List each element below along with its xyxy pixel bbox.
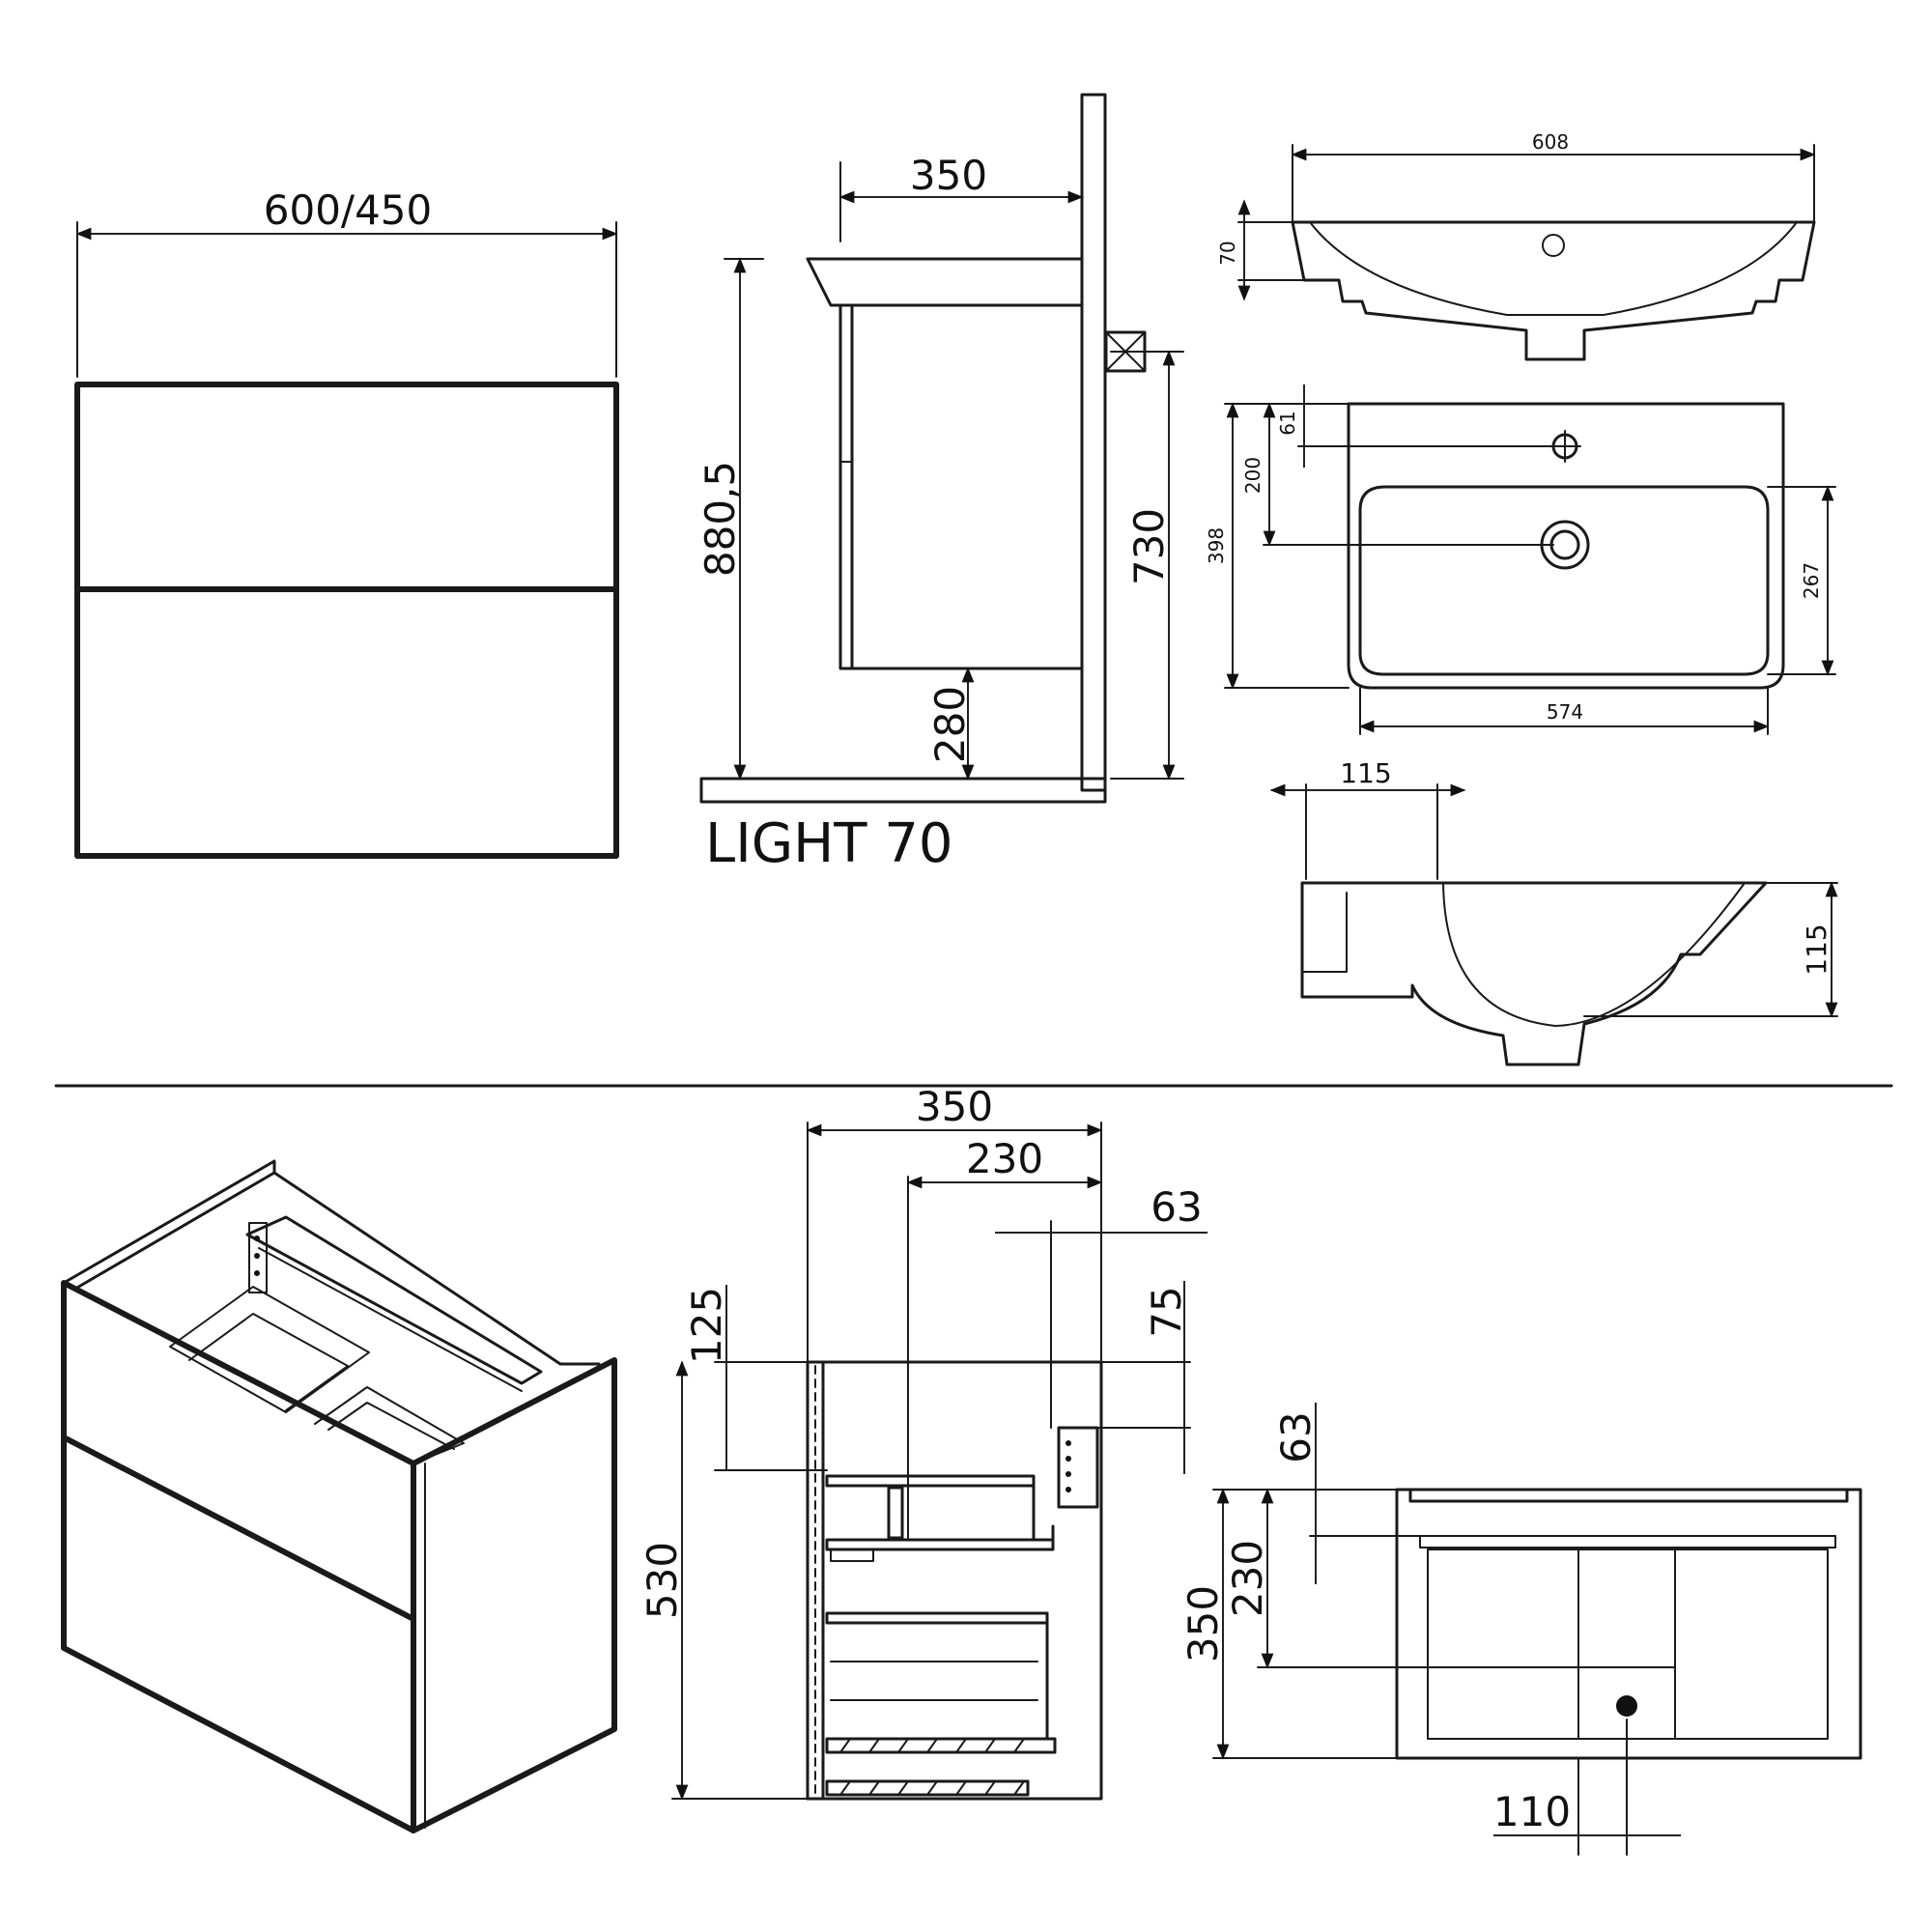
drawer-top-outline bbox=[1395, 1488, 1862, 1760]
basin-width-label: 608 bbox=[1532, 130, 1569, 154]
top-drain-offset-label: 110 bbox=[1493, 1788, 1571, 1835]
side-view: 350 880,5 730 280 LIGHT 70 bbox=[696, 93, 1184, 875]
basin-top-outline bbox=[1347, 402, 1785, 690]
drawer-rail-drop-label: 75 bbox=[1143, 1286, 1190, 1337]
tap-offset-label: 61 bbox=[1276, 411, 1299, 435]
drawer-height-label: 530 bbox=[639, 1542, 686, 1619]
drawer-cabinet-outline bbox=[806, 1360, 1103, 1801]
wall bbox=[1080, 93, 1107, 792]
model-name: LIGHT 70 bbox=[705, 812, 952, 875]
drawer-side-view: 350 230 63 125 75 530 bbox=[639, 1083, 1208, 1801]
basin-depth-label: 398 bbox=[1205, 527, 1228, 564]
section-offset-label: 115 bbox=[1340, 757, 1391, 789]
front-view: 600/450 bbox=[74, 186, 619, 859]
basin-height-label: 70 bbox=[1216, 241, 1239, 265]
inner-depth-label: 267 bbox=[1800, 562, 1823, 599]
drain-cutout bbox=[1616, 1695, 1637, 1717]
iso-drawer-rail bbox=[245, 1215, 543, 1385]
top-depth-label: 350 bbox=[1179, 1585, 1227, 1662]
drawer-rail-label: 63 bbox=[1151, 1183, 1202, 1231]
mount-height-label: 730 bbox=[1125, 508, 1173, 585]
drawer-top-gap-label: 125 bbox=[683, 1287, 730, 1364]
rail-bracket bbox=[1057, 1426, 1099, 1509]
iso-drawer-divider bbox=[61, 1435, 416, 1622]
isometric-cabinet bbox=[61, 1159, 617, 1833]
basin-front-outline bbox=[1291, 220, 1816, 361]
lower-drawer-base bbox=[825, 1737, 1057, 1754]
basin-section-outline bbox=[1300, 881, 1768, 1066]
top-rail-label: 63 bbox=[1272, 1411, 1320, 1463]
basin-side bbox=[806, 257, 1084, 307]
total-height-label: 880,5 bbox=[696, 461, 744, 577]
floor bbox=[699, 777, 1107, 804]
basin-bowl bbox=[1358, 485, 1770, 676]
upper-drawer-top-rail bbox=[825, 1474, 1036, 1488]
iso-inner-drawer-left bbox=[169, 1286, 370, 1413]
drawer-inner-depth-label: 230 bbox=[966, 1135, 1043, 1182]
basin-front-view: 608 70 bbox=[1216, 130, 1816, 361]
front-width-label: 600/450 bbox=[264, 186, 432, 234]
top-inner-label: 230 bbox=[1224, 1540, 1271, 1617]
drawer-top-view: 63 230 350 110 bbox=[1179, 1403, 1862, 1856]
cabinet-front-face bbox=[61, 1280, 416, 1833]
basin-top-view: 398 200 61 267 574 bbox=[1205, 384, 1836, 735]
cabinet-side bbox=[838, 303, 1084, 670]
drawer-depth-label: 350 bbox=[916, 1083, 993, 1130]
inner-width-label: 574 bbox=[1547, 700, 1583, 724]
lower-drawer-top-rail bbox=[825, 1611, 1049, 1625]
drain-offset-label: 200 bbox=[1241, 457, 1264, 494]
tap-hole bbox=[1542, 234, 1565, 257]
basin-section-view: 115 115 bbox=[1269, 757, 1838, 1066]
side-depth-label: 350 bbox=[910, 152, 987, 199]
floor-gap-label: 280 bbox=[926, 686, 974, 763]
section-height-label: 115 bbox=[1801, 923, 1833, 975]
drawer-front-panel bbox=[806, 1360, 825, 1801]
cabinet-front-outline bbox=[74, 382, 619, 859]
